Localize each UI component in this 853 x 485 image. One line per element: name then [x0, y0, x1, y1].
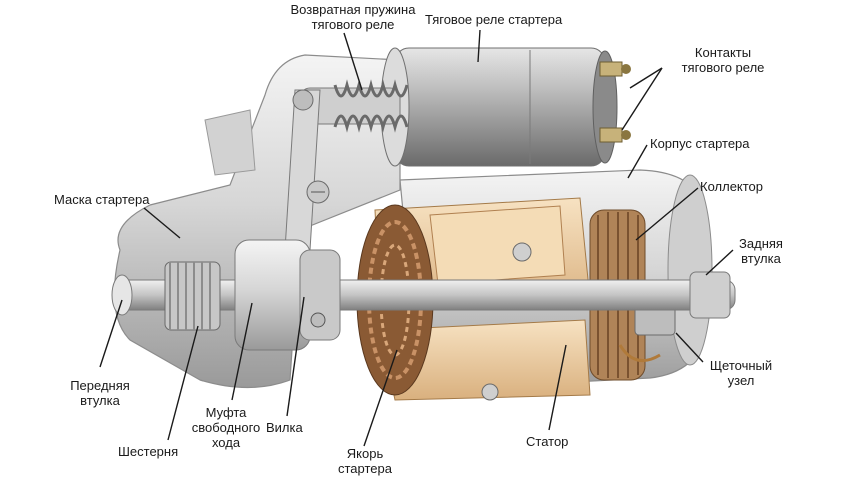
label-front-bushing: Передняя втулка	[70, 378, 130, 408]
leader-gear	[167, 325, 199, 441]
return-spring	[299, 79, 409, 133]
label-rear-bushing: Задняя втулка	[739, 236, 783, 266]
label-stator: Статор	[526, 434, 569, 449]
leader-solenoid	[477, 29, 481, 63]
leader-clutch	[231, 302, 253, 401]
leader-lines	[99, 29, 734, 447]
label-brush-unit: Щеточный узел	[709, 358, 773, 388]
label-housing: Корпус стартера	[650, 136, 750, 151]
label-clutch: Муфта свободного хода	[191, 405, 261, 450]
leader-armature	[363, 349, 398, 447]
label-return-spring: Возвратная пружина тягового реле	[290, 2, 416, 32]
leader-housing	[627, 144, 648, 179]
label-front-cover: Маска стартера	[54, 192, 150, 207]
solenoid	[380, 47, 618, 167]
leader-contacts-1	[629, 67, 663, 89]
label-collector: Коллектор	[700, 179, 764, 194]
leader-collector	[635, 187, 699, 241]
leader-brush-unit	[675, 332, 704, 363]
leader-contacts-2	[621, 67, 663, 131]
label-solenoid: Тяговое реле стартера	[425, 12, 563, 27]
leader-return-spring	[343, 32, 363, 91]
leader-front-cover	[143, 207, 181, 239]
leader-fork	[286, 296, 305, 417]
leader-rear-bushing	[705, 249, 734, 276]
label-fork: Вилка	[266, 420, 303, 435]
label-gear: Шестерня	[118, 444, 179, 459]
solenoid-contacts	[599, 61, 631, 143]
label-armature: Якорь стартера	[338, 446, 392, 476]
leader-stator	[548, 344, 567, 431]
leader-front-bushing	[99, 299, 123, 368]
shaft-assembly	[111, 239, 736, 351]
label-solenoid-contacts: Контакты тягового реле	[681, 45, 765, 75]
